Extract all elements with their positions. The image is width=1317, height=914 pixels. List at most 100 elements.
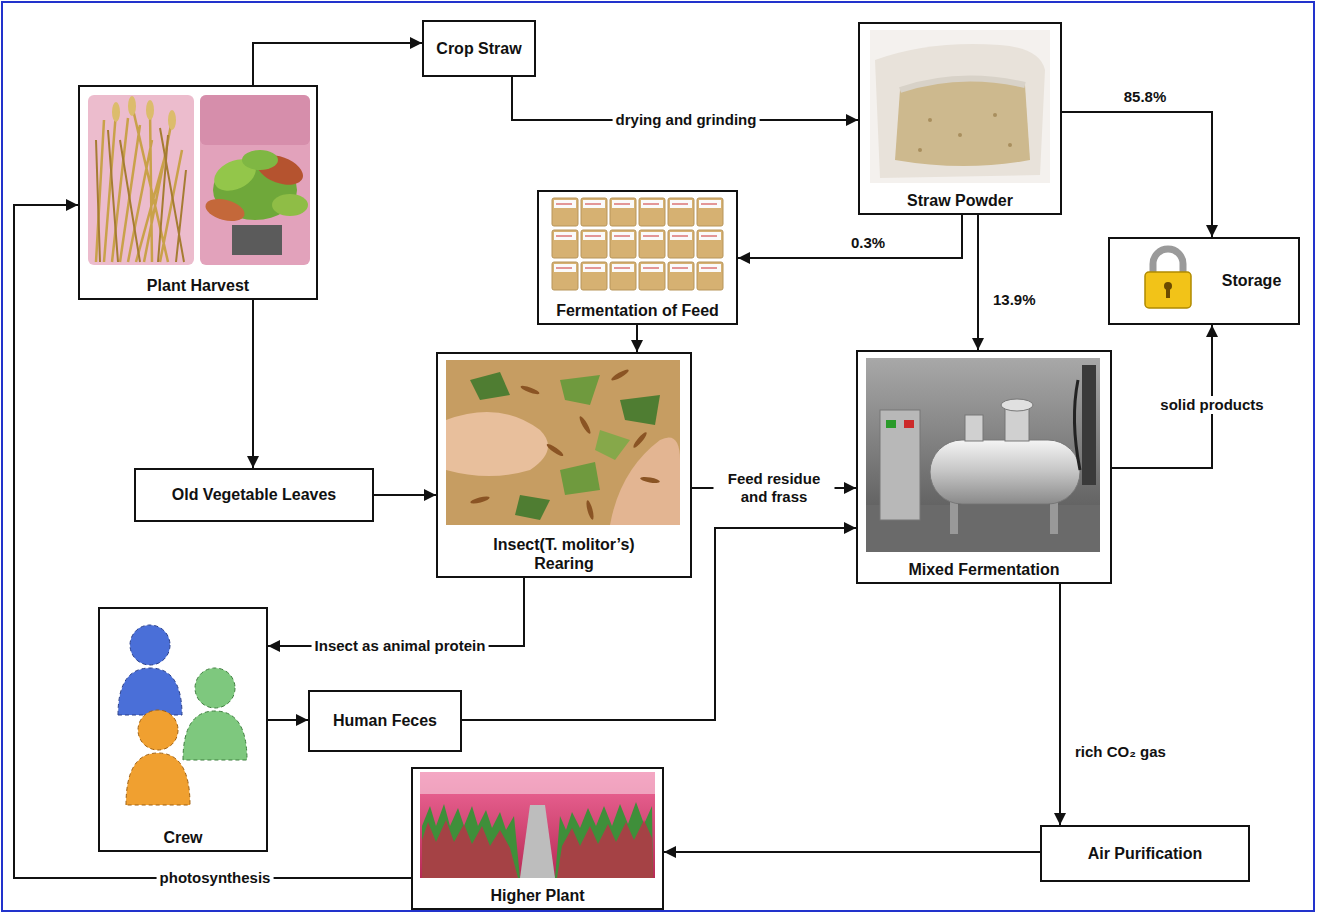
connector: [374, 494, 436, 496]
edge-label: 13.9%: [990, 291, 1039, 309]
leaf-fragment: [560, 375, 600, 405]
powder-speck: [918, 148, 922, 152]
node-label: Fermentation of Feed: [556, 301, 719, 320]
edge-label: rich CO₂ gas: [1072, 743, 1169, 761]
powder-speck: [928, 118, 932, 122]
node-label: Mixed Fermentation: [908, 560, 1059, 579]
edge-label: solid products: [1157, 396, 1266, 414]
plant-bed: [555, 802, 653, 878]
node-label: Crop Straw: [436, 39, 521, 58]
image-box: Plant Harvest: [78, 85, 318, 300]
machine-leg: [950, 500, 958, 534]
leaf: [272, 194, 308, 216]
connector: [977, 215, 979, 350]
edge-label: Insect as animal protein: [312, 637, 489, 655]
plant-bed: [422, 804, 520, 878]
mealworm: [578, 415, 592, 435]
panel-button: [886, 420, 896, 428]
straw-photo: [88, 95, 194, 265]
node-label: Storage: [1222, 271, 1282, 290]
feed-bag: [697, 230, 723, 258]
edge-label: drying and grinding: [613, 111, 760, 129]
cable: [1074, 380, 1080, 470]
seed-head: [146, 100, 154, 120]
leaf: [203, 195, 247, 225]
cable-rack: [1082, 365, 1096, 485]
feed-bag: [639, 230, 665, 258]
connector: [1062, 112, 1212, 237]
leaf-fragment: [595, 430, 630, 460]
powder-speck: [958, 133, 962, 137]
machine-leg: [1050, 500, 1058, 534]
leaf-fragment: [560, 462, 600, 495]
feed-bag: [639, 198, 665, 226]
feed-bag: [552, 262, 578, 290]
connector: [664, 851, 1040, 853]
node-label: Straw Powder: [907, 191, 1013, 210]
process-box: Air Purification: [1040, 825, 1250, 882]
node-label: Human Feces: [333, 711, 437, 730]
powder-speck: [1008, 143, 1012, 147]
crew-box: Crew: [98, 607, 268, 852]
leaf-fragment: [620, 395, 660, 425]
image-box: Straw Powder: [858, 22, 1062, 215]
image-box: Insect(T. molitor’s) Rearing: [436, 352, 692, 578]
node-label: Air Purification: [1088, 844, 1203, 863]
feed-photo: [548, 195, 728, 293]
straw-powder: [895, 79, 1030, 166]
crew-figure: [183, 711, 247, 760]
image-box: Fermentation of Feed: [537, 190, 738, 325]
connector: [1059, 584, 1061, 825]
feed-bag: [552, 198, 578, 226]
connector: [636, 325, 638, 352]
feed-bag: [668, 262, 694, 290]
panel-button: [904, 420, 914, 428]
feed-bag: [668, 198, 694, 226]
connector: [252, 300, 254, 468]
mealworm: [610, 368, 630, 382]
mealworm: [632, 431, 649, 450]
straw-stalks: [96, 128, 186, 262]
mealworm: [470, 495, 491, 505]
edge-label: 0.3%: [848, 234, 888, 252]
process-box: Crop Straw: [422, 20, 536, 77]
finger: [610, 438, 680, 526]
feed-bag: [581, 230, 607, 258]
connector: [253, 43, 422, 85]
seed-head: [112, 102, 120, 122]
node-label: Higher Plant: [490, 886, 584, 905]
fermenter-drum: [930, 440, 1080, 504]
node-label: Old Vegetable Leaves: [172, 485, 337, 504]
edge-label: Feed residue and frass: [714, 470, 835, 506]
keyhole: [1166, 288, 1170, 298]
cloth-bag: [875, 44, 1045, 178]
greenhouse-photo: [420, 772, 655, 878]
feed-bag: [610, 262, 636, 290]
node-label: Insect(T. molitor’s) Rearing: [472, 535, 657, 573]
drum-lid: [1001, 399, 1033, 411]
mealworm: [640, 476, 661, 484]
connector: [738, 215, 962, 258]
mealworm: [585, 500, 595, 521]
leaf-fragment: [470, 372, 510, 400]
edge-label: photosynthesis: [157, 869, 274, 887]
bag-fold: [900, 79, 1025, 90]
connector: [462, 528, 856, 720]
feed-bag: [610, 230, 636, 258]
connector: [268, 578, 524, 646]
connector: [14, 205, 411, 878]
crew-figure: [126, 753, 190, 805]
grow-lights: [420, 772, 655, 794]
connector: [268, 719, 308, 721]
seed-head: [168, 110, 176, 130]
powder-photo: [870, 30, 1050, 183]
image-box: Higher Plant: [411, 767, 664, 910]
feed-bag: [610, 198, 636, 226]
feed-bag: [668, 230, 694, 258]
node-label: Crew: [163, 828, 202, 847]
feed-bag: [581, 262, 607, 290]
plant-bed: [557, 820, 653, 878]
